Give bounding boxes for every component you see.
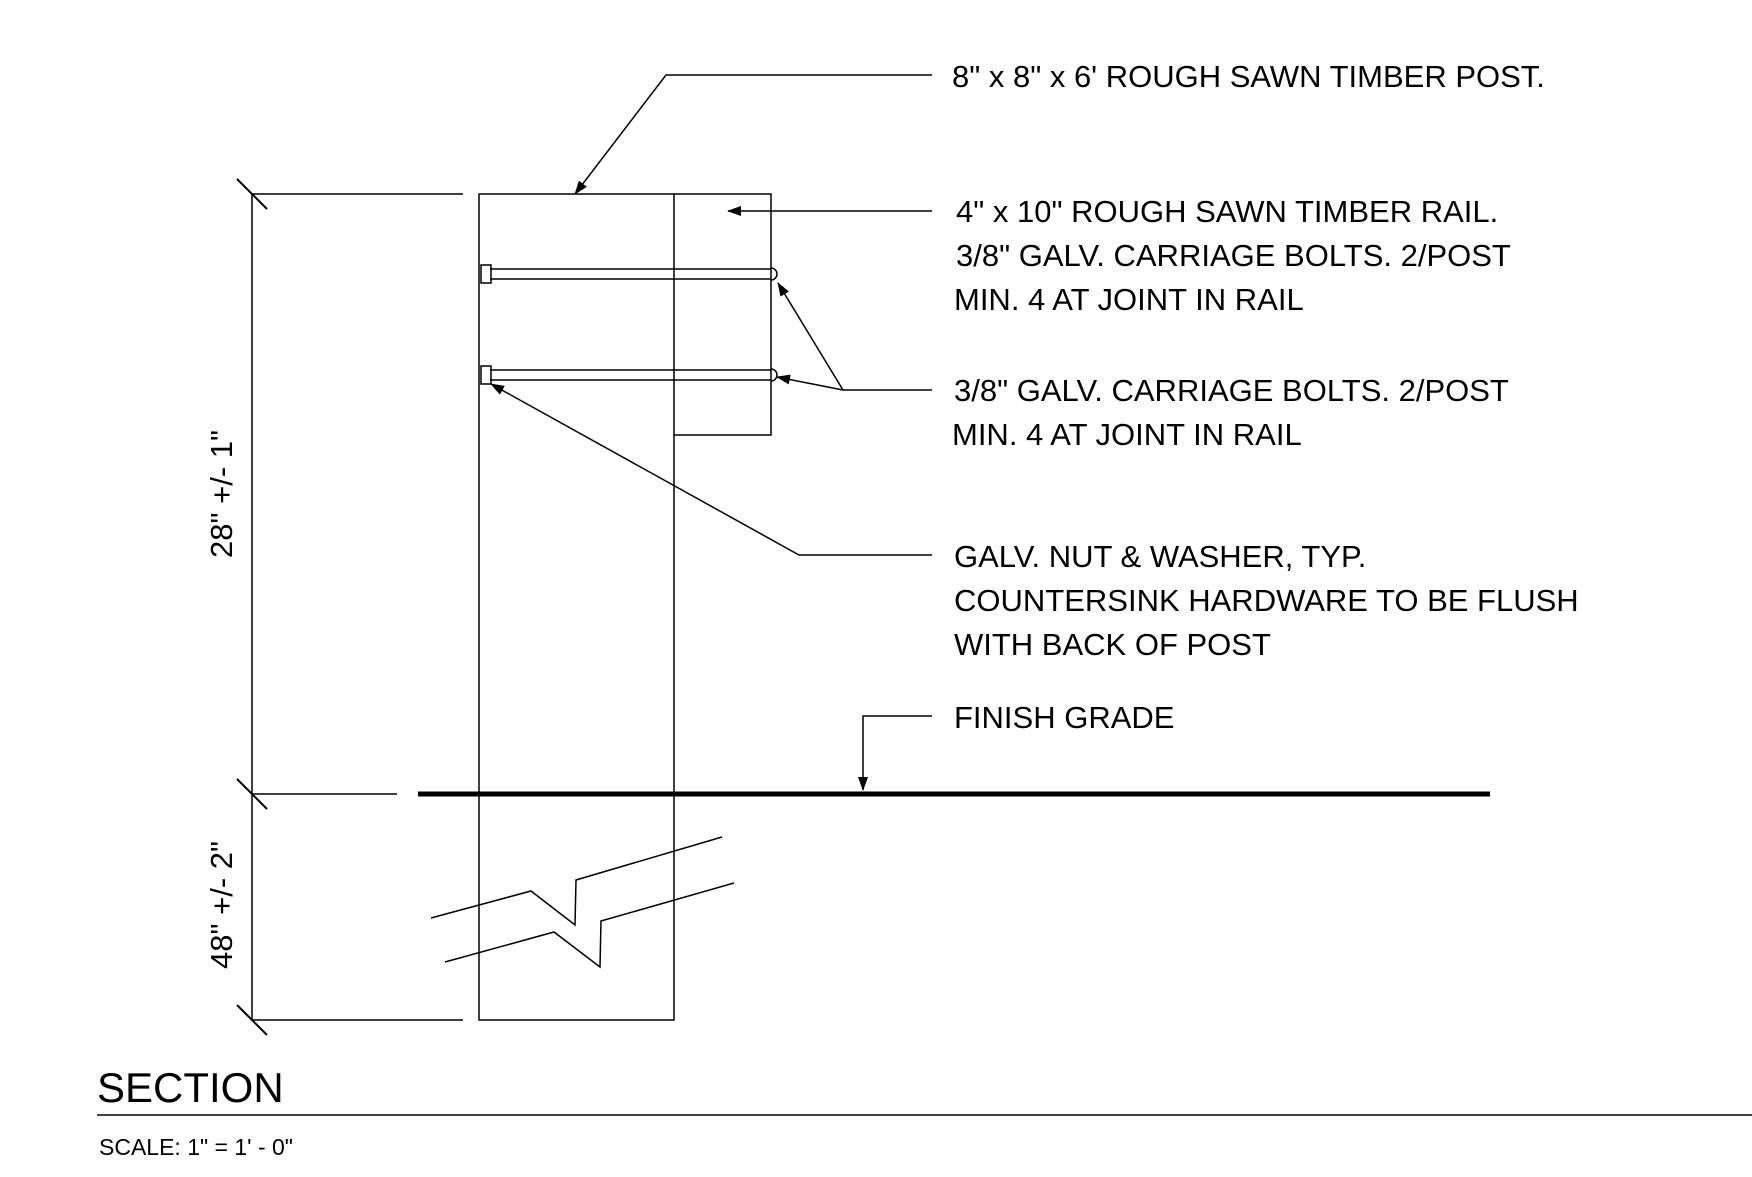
timber-post [478, 193, 675, 1021]
drawing-scale: SCALE: 1" = 1' - 0" [99, 1134, 293, 1160]
drawing-title: SECTION [97, 1064, 284, 1111]
note-nut-line-3: WITH BACK OF POST [954, 627, 1271, 662]
dimension-line [236, 178, 463, 1036]
note-bolts-line-1: 3/8" GALV. CARRIAGE BOLTS. 2/POST [954, 373, 1509, 408]
note-rail-line-1: 4" x 10" ROUGH SAWN TIMBER RAIL. [956, 194, 1498, 229]
carriage-bolt-upper [480, 264, 778, 284]
note-finish-grade: FINISH GRADE [954, 700, 1174, 735]
break-line-symbol [430, 836, 735, 969]
leader-bolts [776, 282, 932, 391]
leader-post [574, 74, 932, 195]
dimension-below-grade: 48" +/- 2" [204, 841, 239, 969]
note-nut-line-1: GALV. NUT & WASHER, TYP. [954, 539, 1366, 574]
note-bolts-line-2: MIN. 4 AT JOINT IN RAIL [952, 417, 1302, 452]
leader-nut-washer [490, 383, 932, 556]
note-nut-line-2: COUNTERSINK HARDWARE TO BE FLUSH [954, 583, 1579, 618]
leader-finish-grade [858, 715, 932, 791]
note-post: 8" x 8" x 6' ROUGH SAWN TIMBER POST. [952, 59, 1545, 94]
note-rail-line-2: 3/8" GALV. CARRIAGE BOLTS. 2/POST [956, 238, 1511, 273]
carriage-bolt-lower [480, 365, 778, 385]
note-rail-line-3: MIN. 4 AT JOINT IN RAIL [954, 282, 1304, 317]
timber-rail [674, 193, 772, 436]
dimension-above-grade: 28" +/- 1" [204, 430, 239, 558]
